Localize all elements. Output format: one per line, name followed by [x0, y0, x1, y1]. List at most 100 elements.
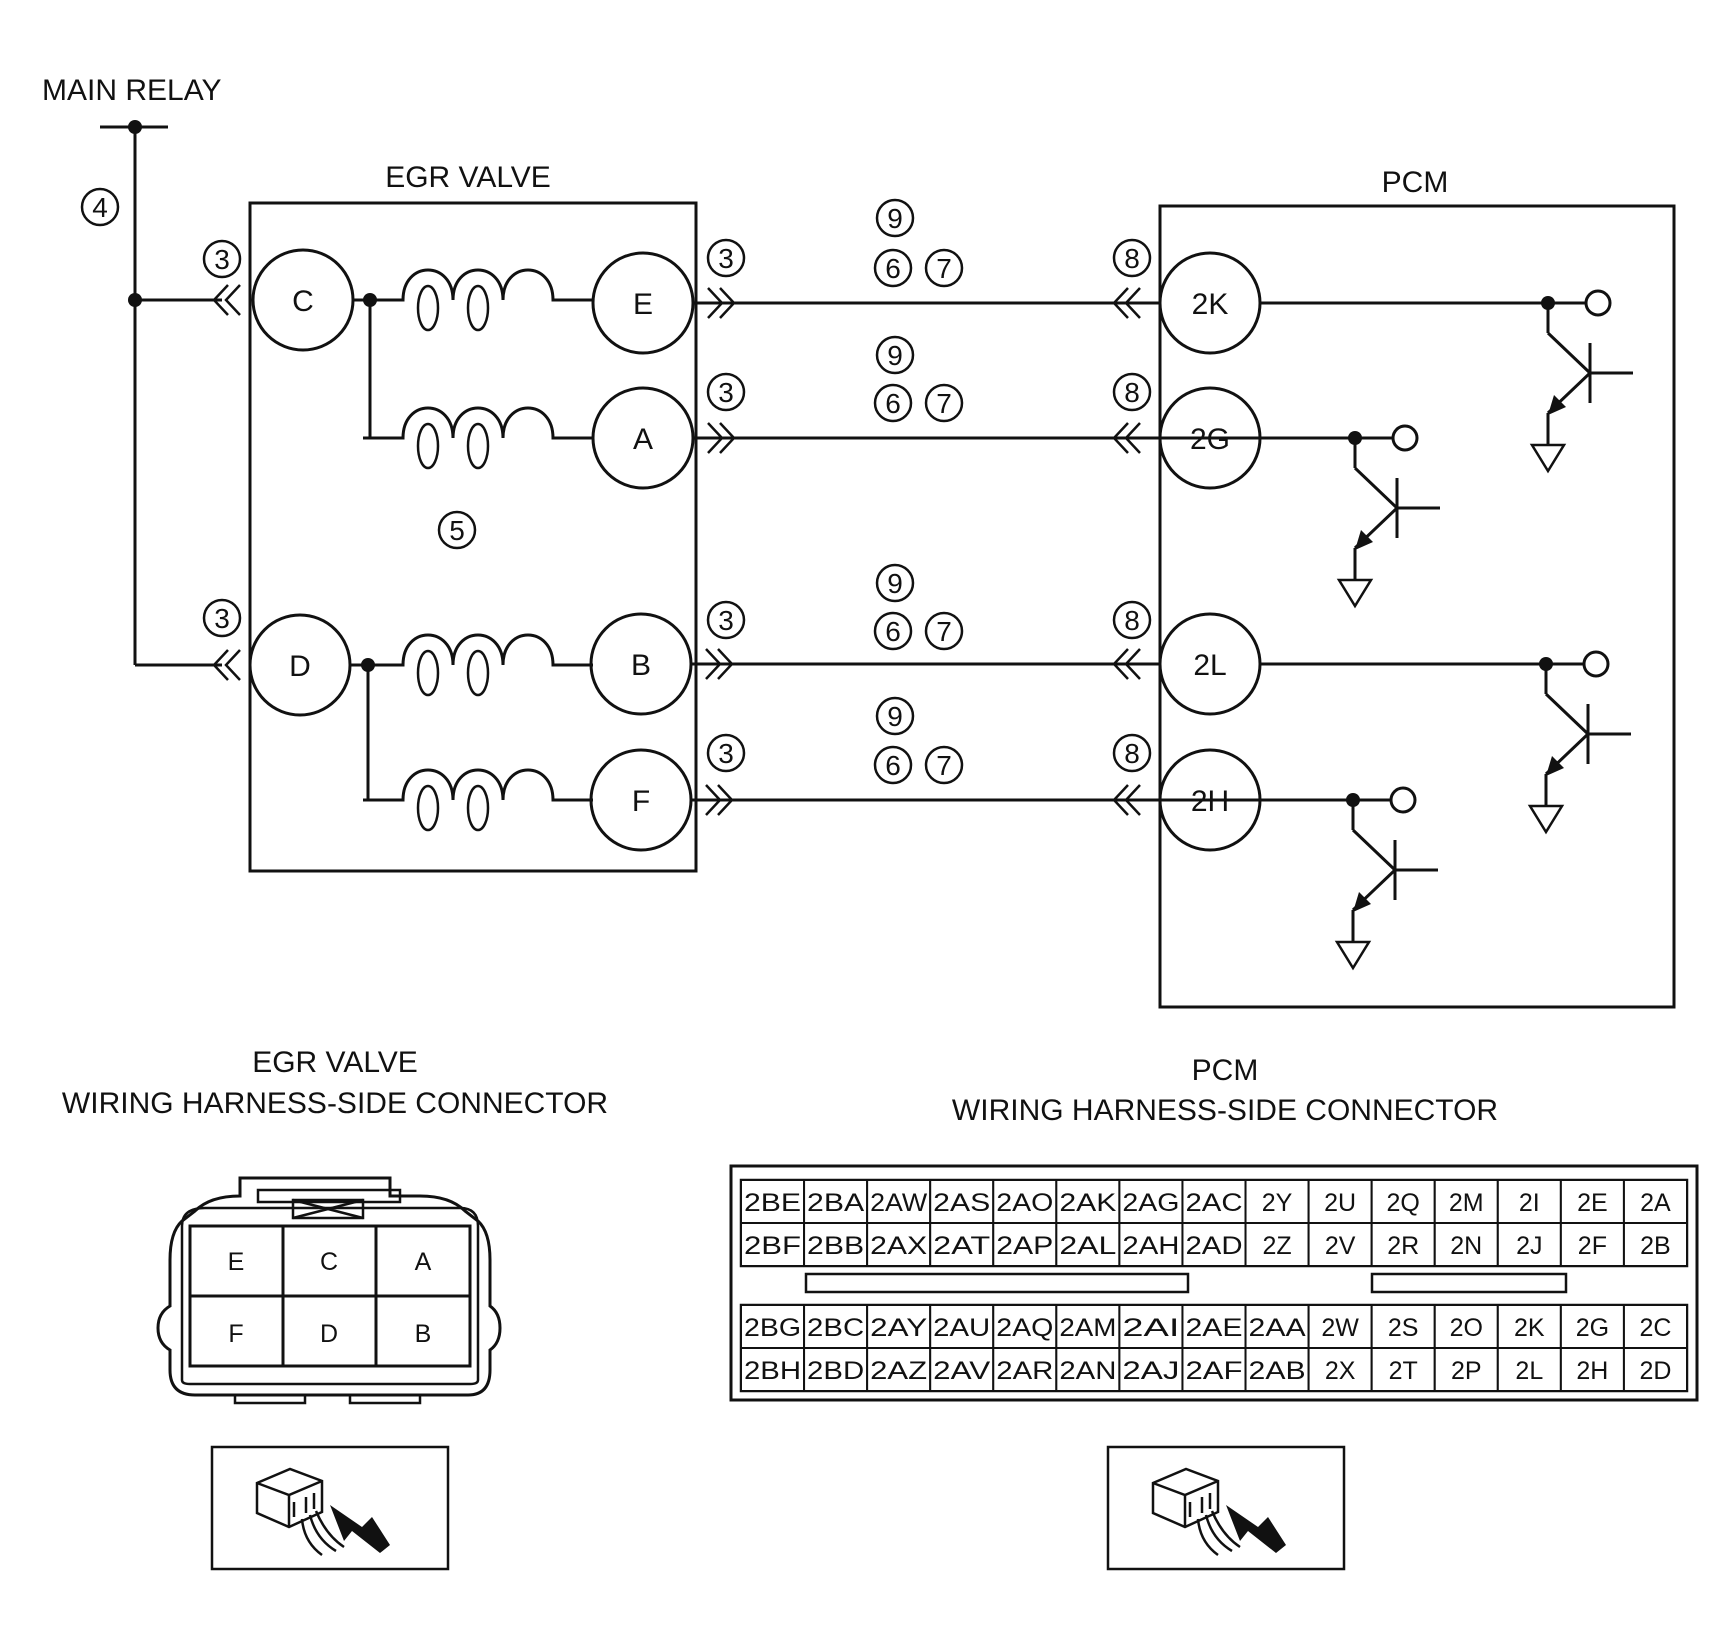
pcm-conn-cell [1433, 1222, 1499, 1267]
view-direction-icon [210, 1445, 450, 1571]
pcm-conn-cell-label: 2BD [807, 1357, 864, 1385]
wire-f-2h [691, 783, 1163, 817]
svg-text:8: 8 [1124, 605, 1140, 636]
egr-connector-title-2: WIRING HARNESS-SIDE CONNECTOR [62, 1087, 608, 1120]
pcm-conn-cell-label: 2C [1639, 1314, 1671, 1342]
pcm-conn-cell-label: 2AM [1059, 1314, 1116, 1342]
pcm-pin-2l-label: 2L [1193, 649, 1226, 682]
pcm-conn-cell-label: 2E [1577, 1189, 1608, 1217]
egr-pin-f-label: F [632, 785, 650, 818]
egr-valve-box [248, 201, 698, 873]
svg-text:3: 3 [718, 243, 734, 274]
pcm-conn-cell-label: 2P [1451, 1357, 1482, 1385]
wire-a-2g [693, 421, 1163, 455]
pcm-conn-cell [929, 1347, 995, 1392]
pcm-conn-cell [866, 1222, 932, 1267]
wire-b-2l [691, 647, 1163, 681]
pcm-conn-cell-label: 2AV [933, 1357, 990, 1385]
wire-callouts-row2: 3 8 9 6 7 [706, 335, 1152, 423]
pcm-conn-cell [1433, 1179, 1499, 1224]
pcm-conn-cell-label: 2Y [1262, 1189, 1293, 1217]
pcm-conn-cell [1307, 1347, 1373, 1392]
pcm-conn-cell-label: 2AA [1249, 1314, 1306, 1342]
egr-pin-e-label: E [633, 288, 653, 321]
pcm-conn-cell [1622, 1304, 1689, 1349]
pcm-conn-cell-label: 2M [1449, 1189, 1484, 1217]
pcm-conn-cell-label: 2X [1325, 1357, 1356, 1385]
pcm-conn-cell [1559, 1222, 1625, 1267]
pcm-title: PCM [1382, 166, 1449, 199]
pcm-conn-cell-label: 2A [1640, 1189, 1671, 1217]
egr-connector-face [156, 1176, 502, 1405]
pcm-conn-cell [1370, 1222, 1436, 1267]
egr-pin-b-label: B [631, 649, 651, 682]
pcm-connector-title-1: PCM [1192, 1054, 1259, 1087]
pcm-connector-title-2: WIRING HARNESS-SIDE CONNECTOR [952, 1094, 1498, 1127]
pcm-conn-cell-label: 2BC [807, 1314, 864, 1342]
pcm-conn-cell-label: 2AF [1185, 1357, 1242, 1385]
pcm-conn-cell-label: 2N [1450, 1232, 1482, 1260]
pcm-conn-cell-label: 2AJ [1122, 1357, 1179, 1385]
egr-conn-cell: D [320, 1320, 338, 1348]
pcm-conn-cell-label: 2AC [1185, 1189, 1242, 1217]
driver-transistor-2l [1344, 650, 1633, 834]
coil-d-f [361, 768, 595, 832]
pcm-conn-cell [1622, 1222, 1689, 1267]
pcm-conn-cell [992, 1347, 1058, 1392]
coil-c-a [361, 406, 595, 470]
pcm-conn-cell-label: 2AS [933, 1189, 990, 1217]
pcm-conn-cell [1181, 1347, 1247, 1392]
pcm-conn-cell [1055, 1347, 1121, 1392]
pcm-conn-cell-label: 2J [1516, 1232, 1542, 1260]
callout-4: 4 [92, 192, 108, 223]
pcm-conn-cell-label: 2I [1519, 1189, 1540, 1217]
pcm-conn-cell [1055, 1304, 1121, 1349]
pcm-conn-cell-label: 2AQ [996, 1314, 1053, 1342]
pcm-conn-cell-label: 2U [1324, 1189, 1356, 1217]
svg-text:9: 9 [887, 701, 903, 732]
egr-pin-c-label: C [292, 285, 314, 318]
egr-conn-cell: C [320, 1248, 338, 1276]
pcm-conn-cell-label: 2K [1514, 1314, 1545, 1342]
pcm-conn-cell-label: 2Z [1262, 1232, 1291, 1260]
pcm-conn-cell-label: 2B [1640, 1232, 1671, 1260]
svg-text:6: 6 [885, 616, 901, 647]
pcm-conn-cell [740, 1222, 806, 1267]
pcm-conn-cell-label: 2AI [1122, 1314, 1179, 1342]
pcm-conn-cell [1181, 1222, 1247, 1267]
pcm-conn-cell-label: 2O [1450, 1314, 1483, 1342]
wire-callouts-row3: 3 8 9 6 7 [706, 563, 1152, 651]
pcm-conn-cell-label: 2AZ [870, 1357, 927, 1385]
pcm-conn-cell-label: 2AE [1185, 1314, 1242, 1342]
svg-text:9: 9 [887, 203, 903, 234]
pcm-conn-cell-label: 2G [1576, 1314, 1609, 1342]
egr-conn-cell: A [415, 1248, 432, 1276]
egr-pin-d-label: D [289, 650, 311, 683]
egr-connector-title-1: EGR VALVE [252, 1046, 418, 1079]
pcm-conn-cell-label: 2L [1515, 1357, 1543, 1385]
pcm-conn-cell-label: 2BA [807, 1189, 864, 1217]
svg-text:6: 6 [885, 750, 901, 781]
pcm-conn-cell [1370, 1179, 1436, 1224]
pcm-conn-cell-label: 2AY [870, 1314, 927, 1342]
pcm-conn-cell [740, 1179, 806, 1224]
callout-3: 3 [214, 244, 230, 275]
pcm-box [1158, 204, 1676, 1009]
pcm-conn-cell-label: 2R [1387, 1232, 1419, 1260]
pcm-conn-cell-label: 2AU [933, 1314, 990, 1342]
pcm-conn-cell-label: 2AB [1249, 1357, 1306, 1385]
pcm-conn-cell [803, 1222, 869, 1267]
pcm-conn-cell-label: 2AL [1059, 1232, 1116, 1260]
pcm-conn-cell [1244, 1347, 1310, 1392]
pcm-conn-cell-label: 2AT [933, 1232, 990, 1260]
pcm-conn-cell-label: 2H [1576, 1357, 1608, 1385]
svg-text:7: 7 [936, 750, 952, 781]
pcm-conn-cell-label: 2BF [744, 1232, 801, 1260]
coil-c-e [361, 268, 595, 332]
svg-text:8: 8 [1124, 243, 1140, 274]
egr-pin-a-label: A [633, 423, 653, 456]
svg-text:8: 8 [1124, 377, 1140, 408]
pcm-conn-cell-label: 2BG [744, 1314, 801, 1342]
